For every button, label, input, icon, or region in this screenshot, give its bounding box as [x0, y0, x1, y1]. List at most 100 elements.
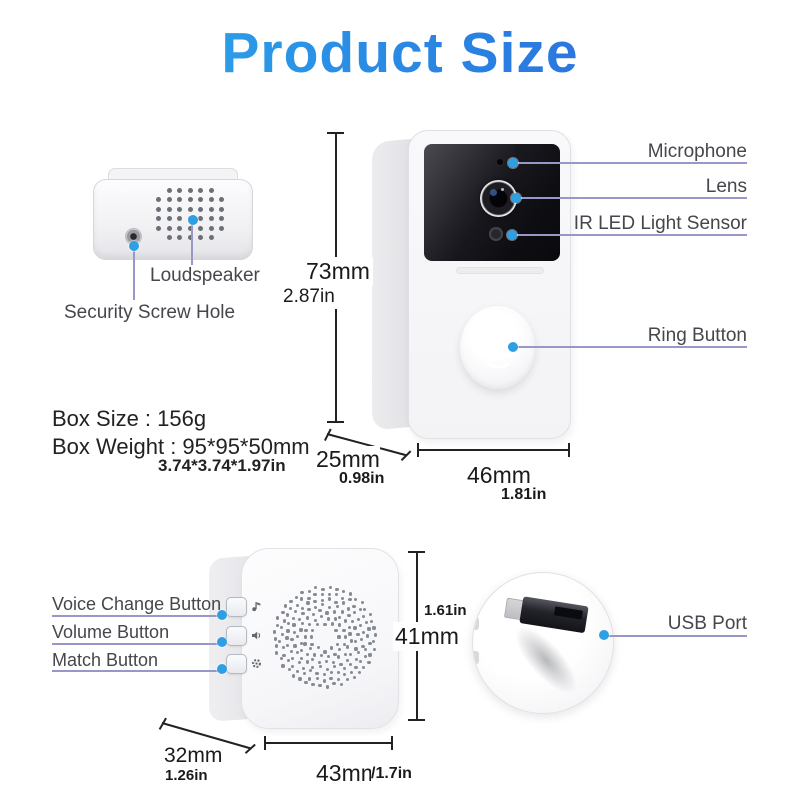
grille-dot [334, 592, 339, 597]
grille-dot [373, 647, 377, 651]
grille-dot [292, 616, 296, 621]
match-button [226, 654, 247, 674]
grille-dot [321, 587, 325, 591]
bell-icon [483, 324, 513, 369]
grille-dot [349, 670, 353, 675]
grille-dot [282, 619, 286, 623]
grille-dot [320, 598, 324, 602]
grille-dot [219, 225, 224, 231]
grille-dot [273, 637, 277, 641]
grille-dot [208, 187, 214, 193]
callout-dot [508, 342, 518, 352]
grille-dot [359, 624, 363, 628]
grille-dot [347, 625, 351, 629]
chime-front-face [241, 548, 399, 729]
grille-dot [345, 658, 349, 663]
grille-dot [292, 623, 296, 627]
grille-dot [368, 612, 373, 616]
grille-dot [309, 647, 313, 651]
grille-dot [166, 197, 172, 203]
grille-dot [320, 653, 324, 657]
dim-doorbell-width-in: 1.81in [501, 486, 547, 504]
grille-dot [156, 206, 161, 212]
grille-dot [289, 649, 293, 653]
grille-dot [299, 628, 303, 632]
grille-dot [327, 592, 331, 597]
grille-dot [308, 669, 313, 673]
grille-dot [307, 608, 311, 612]
dim-doorbell-height-mm: 73mm [303, 257, 373, 286]
grille-dot [324, 659, 328, 664]
speaker-icon [252, 631, 261, 640]
grille-dot [364, 620, 368, 625]
grille-dot [363, 654, 367, 659]
grille-dot [334, 617, 338, 621]
grille-dot [310, 635, 314, 639]
grille-dot [328, 585, 332, 589]
label-ir-sensor: IR LED Light Sensor [573, 213, 747, 234]
dim-doorbell-height-in: 2.87in [280, 285, 338, 309]
grille-dot [198, 206, 203, 212]
grille-dot [295, 651, 299, 655]
grille-dot [312, 613, 316, 617]
grille-dot [187, 206, 193, 212]
grille-dot [177, 187, 182, 193]
grille-dot [313, 599, 317, 603]
grille-dot [307, 596, 311, 600]
dim-chime-width-mm: 43mm [316, 760, 380, 787]
grille-dot [362, 630, 366, 634]
grille-dot [332, 682, 336, 686]
dim-doorbell-depth-in: 0.98in [339, 470, 385, 488]
grille-dot [348, 632, 352, 636]
note-icon [252, 602, 261, 612]
grille-dot [279, 657, 284, 661]
grille-dot [315, 676, 319, 680]
chime-bottom-view [93, 168, 253, 260]
grille-dot [293, 644, 297, 648]
grille-dot [281, 611, 285, 615]
callout-dot [508, 158, 518, 168]
label-lens: Lens [705, 176, 747, 197]
grille-dot [360, 600, 364, 605]
grille-dot [325, 685, 329, 689]
grille-dot [294, 609, 298, 613]
grille-dot [343, 635, 347, 639]
callout-line [516, 197, 747, 199]
grille-dot [303, 642, 307, 646]
grille-dot [317, 646, 321, 650]
label-security-screw-hole: Security Screw Hole [64, 302, 236, 323]
grille-dot [352, 675, 356, 680]
callout-line [52, 643, 222, 645]
grille-dot [318, 683, 322, 687]
grille-dot [208, 197, 214, 203]
grille-dot [304, 635, 308, 639]
grille-dot [295, 669, 300, 674]
grille-dot [305, 616, 310, 620]
grille-dot [297, 618, 302, 622]
grille-dot [361, 645, 365, 649]
grille-dot [156, 225, 161, 231]
grille-dot [279, 625, 283, 630]
callout-dot [507, 230, 517, 240]
grille-dot [311, 665, 315, 669]
grille-dot [329, 671, 333, 675]
grille-dot [319, 614, 323, 619]
grille-dot [299, 648, 304, 653]
grille-dot [219, 206, 224, 212]
grille-dot [307, 622, 311, 626]
grille-dot [357, 671, 361, 675]
grille-dot [347, 613, 351, 617]
grille-dot [291, 674, 295, 678]
chime-front-view [205, 548, 400, 730]
grille-dot [275, 651, 279, 655]
grille-dot [338, 615, 342, 619]
grille-dot [349, 592, 353, 596]
grille-dot [331, 622, 335, 626]
grille-dot [286, 622, 290, 626]
grille-dot [339, 662, 343, 666]
grille-dot [287, 668, 292, 672]
grille-dot [374, 633, 378, 637]
grille-dot [322, 673, 326, 677]
grille-dot [337, 635, 341, 639]
